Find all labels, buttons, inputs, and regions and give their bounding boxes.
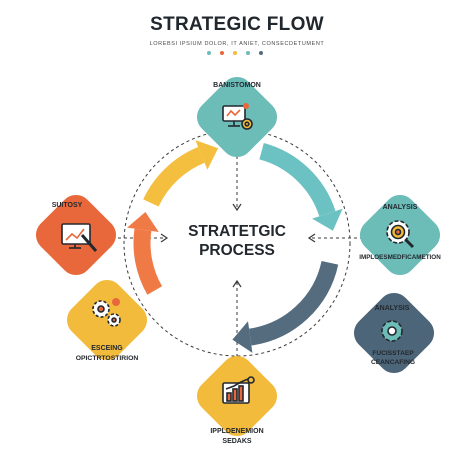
node-lower-right-sublabel: FUCISSTAEP xyxy=(372,350,414,357)
header-dot xyxy=(259,51,263,55)
ring-arrowhead-orange xyxy=(127,212,159,232)
bar-chart-icon xyxy=(222,376,255,404)
node-right-sublabel: IMPLOESMEDFICAMETION xyxy=(359,254,441,261)
header-dot xyxy=(220,51,224,55)
ring-arrowhead-yellow xyxy=(195,140,219,170)
node-right xyxy=(359,194,441,276)
node-lower-right xyxy=(353,292,435,374)
ring-arrow-slate xyxy=(248,260,339,346)
node-bottom xyxy=(196,355,278,437)
node-left xyxy=(35,194,117,276)
node-lower-right-label: ANALYSIS xyxy=(374,305,410,312)
arrowhead-bottom xyxy=(232,279,242,288)
center-line-2: PROCESS xyxy=(199,242,275,259)
monitor-gear-icon xyxy=(222,103,253,130)
node-lower-left-label: ESCEING xyxy=(91,345,123,352)
center-line-1: STRATETGIC xyxy=(188,223,286,240)
ring-arrowhead-teal xyxy=(312,208,343,231)
node-top-label: BANISTOMON xyxy=(213,82,261,89)
header-dot xyxy=(207,51,211,55)
node-right-label: ANALYSIS xyxy=(382,204,418,211)
node-bottom-sublabel: SEDAKS xyxy=(222,438,252,445)
header-dots xyxy=(207,51,267,57)
center-title: STRATETGIC PROCESS xyxy=(167,222,307,260)
node-top xyxy=(196,76,278,158)
node-left-label: SUITOSY xyxy=(51,202,83,209)
arrowhead-top xyxy=(232,203,242,212)
arrowhead-left xyxy=(160,233,169,243)
chart-pencil-icon xyxy=(61,223,98,252)
dashed-connectors xyxy=(118,129,365,365)
ring-arrow-teal xyxy=(259,142,336,217)
dashed-orbit xyxy=(123,129,351,357)
node-lower-right-sublabel-2: CEANCAFING xyxy=(371,359,415,366)
connector-arrowheads xyxy=(160,203,316,288)
diagram-subtitle: LOREBSI IPSIUM DOLOR, IT ANIET, CONSECDE… xyxy=(149,41,325,47)
node-bottom-label: IPPLDENEMION xyxy=(210,428,264,435)
header-dot xyxy=(246,51,250,55)
ring-arrow-orange xyxy=(133,228,163,295)
node-lower-left-sublabel: OPICTRTOSTIRION xyxy=(75,355,139,362)
ring-arrowhead-slate xyxy=(232,321,253,353)
diagram-title: STRATEGIC FLOW xyxy=(150,14,324,35)
node-lower-left xyxy=(66,279,148,361)
magnifier-gear-icon xyxy=(386,220,415,249)
arrowhead-right xyxy=(307,233,316,243)
gears-icon xyxy=(92,298,121,327)
node-lower-left-shape xyxy=(66,279,148,361)
ring-arrows xyxy=(127,140,343,353)
gear-icon xyxy=(381,320,403,342)
ring-arrow-yellow xyxy=(143,147,205,207)
header-dot xyxy=(233,51,237,55)
